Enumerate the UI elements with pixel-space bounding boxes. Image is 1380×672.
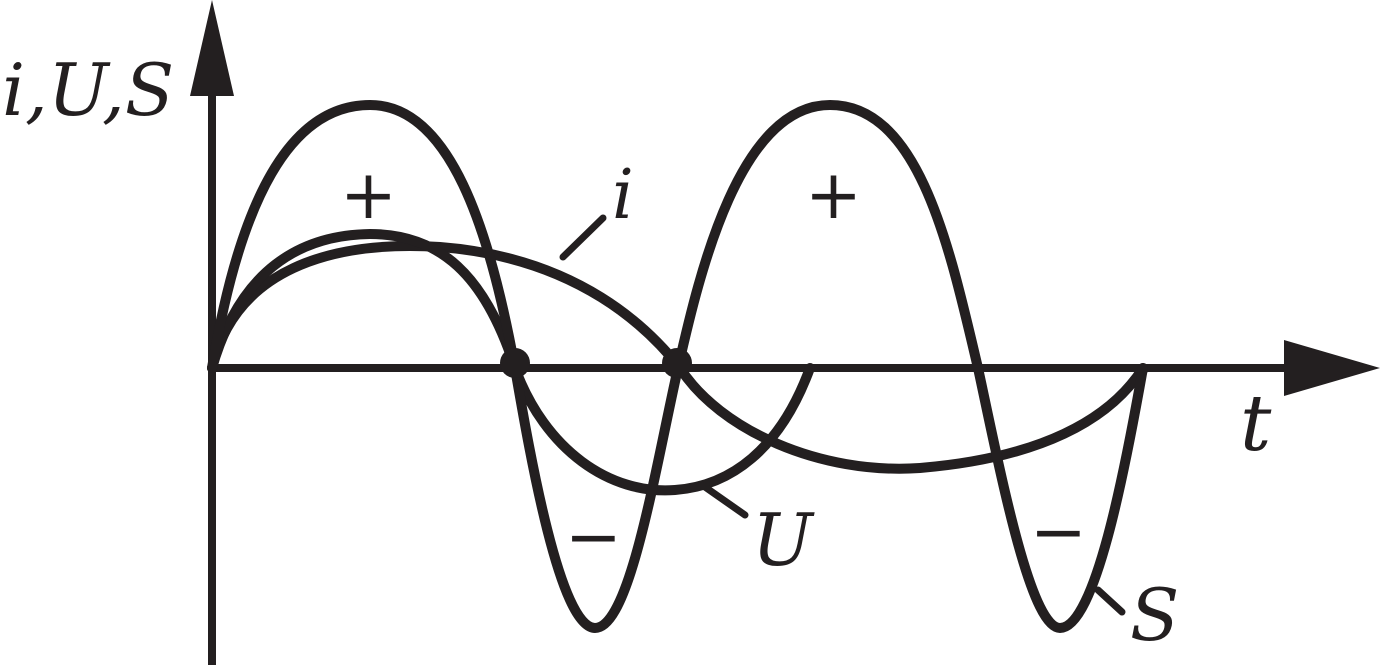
voltage-label: U: [752, 498, 815, 582]
voltage-leader-line: [701, 483, 749, 519]
y-axis-label: i,U,S: [2, 48, 174, 132]
positive-sign-1: +: [340, 156, 397, 235]
current-leader-line: [559, 214, 607, 261]
current-label: i: [612, 156, 634, 235]
power-label: S: [1130, 573, 1179, 657]
zero-crossing-dot-1: [500, 348, 530, 378]
negative-sign-1: −: [565, 498, 622, 577]
positive-sign-2: +: [805, 156, 862, 235]
negative-sign-2: −: [1030, 493, 1087, 572]
zero-crossing-dot-2: [662, 348, 692, 378]
y-axis-arrowhead: [190, 0, 234, 96]
x-axis-label: t: [1240, 379, 1272, 469]
power-leader-line: [1094, 586, 1126, 616]
x-axis-arrowhead: [1284, 340, 1380, 396]
